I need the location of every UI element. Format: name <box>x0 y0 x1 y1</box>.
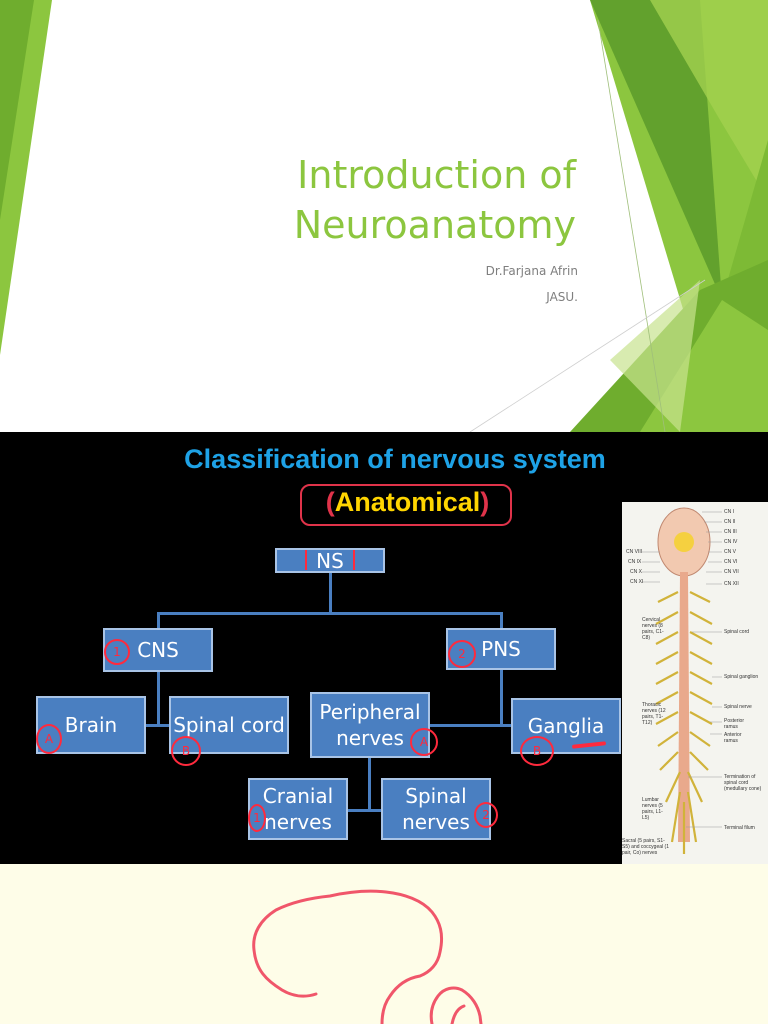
mark-peripheral-nerves: A <box>410 728 438 756</box>
label-thoracic: Thoracic nerves (12 pairs, T1-T12) <box>642 702 666 726</box>
connector-ns-down <box>329 572 332 612</box>
mark-spinal-nerves: 2 <box>474 802 498 828</box>
cranial-line-1: Cranial <box>262 784 334 808</box>
ns-bracket-left <box>305 550 307 570</box>
ns-bracket-right <box>353 550 355 570</box>
label-lumbar: Lumbar nerves (5 pairs, L1-L5) <box>642 797 663 821</box>
spinal-cord-drawing <box>642 507 722 854</box>
connector-peripheral-ganglia <box>430 724 512 727</box>
label-terminal-filum: Terminal filum <box>724 825 755 831</box>
mark-brain: A <box>36 724 62 754</box>
label-cn-iii: CN III <box>724 529 737 535</box>
label-spinal-nerve: Spinal nerve <box>724 704 752 710</box>
label-cervical: Cervical nerves (8 pairs, C1-C8) <box>642 617 664 641</box>
subtitle-close-paren: ) <box>480 487 490 517</box>
node-ns: NS <box>275 548 385 573</box>
cranial-line-2: nerves <box>264 810 332 834</box>
label-cn-i: CN I <box>724 509 734 515</box>
node-peripheral-nerves: Peripheral nerves <box>310 692 430 758</box>
title-slide: Introduction of Neuroanatomy Dr.Farjana … <box>0 0 768 432</box>
label-cn-ii: CN II <box>724 519 736 525</box>
mark-cranial-nerves: 1 <box>248 804 266 832</box>
label-posterior-ramus: Posterior ramus <box>724 718 745 730</box>
title-line-1: Introduction of <box>297 153 576 197</box>
mark-ganglia: B <box>520 736 554 766</box>
label-cn-vii: CN VII <box>724 569 739 575</box>
mark-cns: 1 <box>104 639 130 665</box>
title-line-2: Neuroanatomy <box>293 203 576 247</box>
connector-pns-down <box>500 668 503 726</box>
author-name: Dr.Farjana Afrin <box>485 264 578 278</box>
slide-subtitle: Dr.Farjana Afrin JASU. <box>486 258 578 310</box>
classification-title: Classification of nervous system <box>184 444 606 474</box>
label-cn-xi: CN XI <box>630 579 644 585</box>
connector-peripheral-down <box>368 758 371 810</box>
slide-title: Introduction of Neuroanatomy <box>294 150 576 250</box>
label-cn-xii: CN XII <box>724 581 739 587</box>
classification-subtitle: (Anatomical) <box>305 487 510 518</box>
label-termination: Termination of spinal cord (medullary co… <box>724 774 762 792</box>
connector-to-cns <box>157 612 160 628</box>
label-cn-v: CN V <box>724 549 736 555</box>
label-cn-viii: CN VIII <box>626 549 643 555</box>
node-cranial-nerves: Cranial nerves <box>248 778 348 840</box>
mark-pns: 2 <box>448 640 476 668</box>
mark-spinal-cord: B <box>171 736 201 766</box>
label-spinal-ganglion: Spinal ganglion <box>724 674 759 680</box>
subtitle-text: Anatomical <box>334 487 481 517</box>
label-anterior-ramus: Anterior ramus <box>724 732 742 744</box>
connector-to-pns <box>500 612 503 628</box>
label-cn-ix: CN IX <box>628 559 642 565</box>
sketch-slide <box>0 864 768 1024</box>
connector-cranial-spinal <box>346 809 382 812</box>
label-cn-x: CN X <box>630 569 642 575</box>
spinal-anatomy-illustration: CN I CN II CN III CN IV CN V CN VI CN VI… <box>622 502 768 864</box>
classification-slide: Classification of nervous system (Anatom… <box>0 432 768 864</box>
green-facet-decoration <box>0 0 768 432</box>
node-spinal-nerves: Spinal nerves <box>381 778 491 840</box>
connector-cns-down <box>157 670 160 726</box>
spinal-nerves-line-1: Spinal <box>405 784 467 808</box>
peripheral-line-1: Peripheral <box>319 700 421 724</box>
peripheral-line-2: nerves <box>336 726 404 750</box>
spinal-nerves-line-2: nerves <box>402 810 470 834</box>
label-sacral: Sacral (5 pairs, S1-S5) and coccygeal (1… <box>622 838 669 856</box>
subtitle-circle-annotation <box>300 484 512 526</box>
label-spinal-cord: Spinal cord <box>724 629 750 635</box>
connector-brain-spinal <box>146 724 170 727</box>
connector-level1-horizontal <box>157 612 502 615</box>
institution-name: JASU. <box>546 290 578 304</box>
subtitle-open-paren: ( <box>325 487 335 517</box>
label-cn-vi: CN VI <box>724 559 738 565</box>
hand-drawn-brain-sketch <box>252 889 483 1024</box>
label-cn-iv: CN IV <box>724 539 738 545</box>
